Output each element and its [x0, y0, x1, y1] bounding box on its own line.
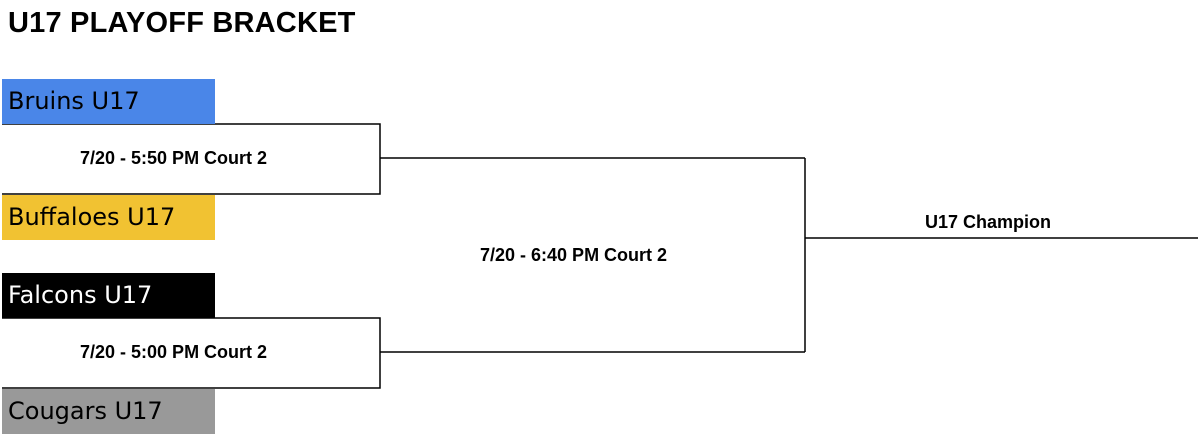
page-title: U17 PLAYOFF BRACKET — [8, 7, 356, 39]
team-bruins: Bruins U17 — [2, 79, 215, 124]
final-schedule: 7/20 - 6:40 PM Court 2 — [480, 245, 668, 265]
team-cougars: Cougars U17 — [2, 389, 215, 434]
semifinal-2-schedule: 7/20 - 5:00 PM Court 2 — [80, 342, 268, 362]
semifinal-1-schedule: 7/20 - 5:50 PM Court 2 — [80, 148, 268, 168]
semifinal-2-bracket — [2, 317, 381, 389]
team-falcons: Falcons U17 — [2, 273, 215, 318]
semifinal-1-bracket — [2, 123, 381, 195]
team-buffaloes: Buffaloes U17 — [2, 195, 215, 240]
champion-label: U17 Champion — [925, 212, 1052, 232]
